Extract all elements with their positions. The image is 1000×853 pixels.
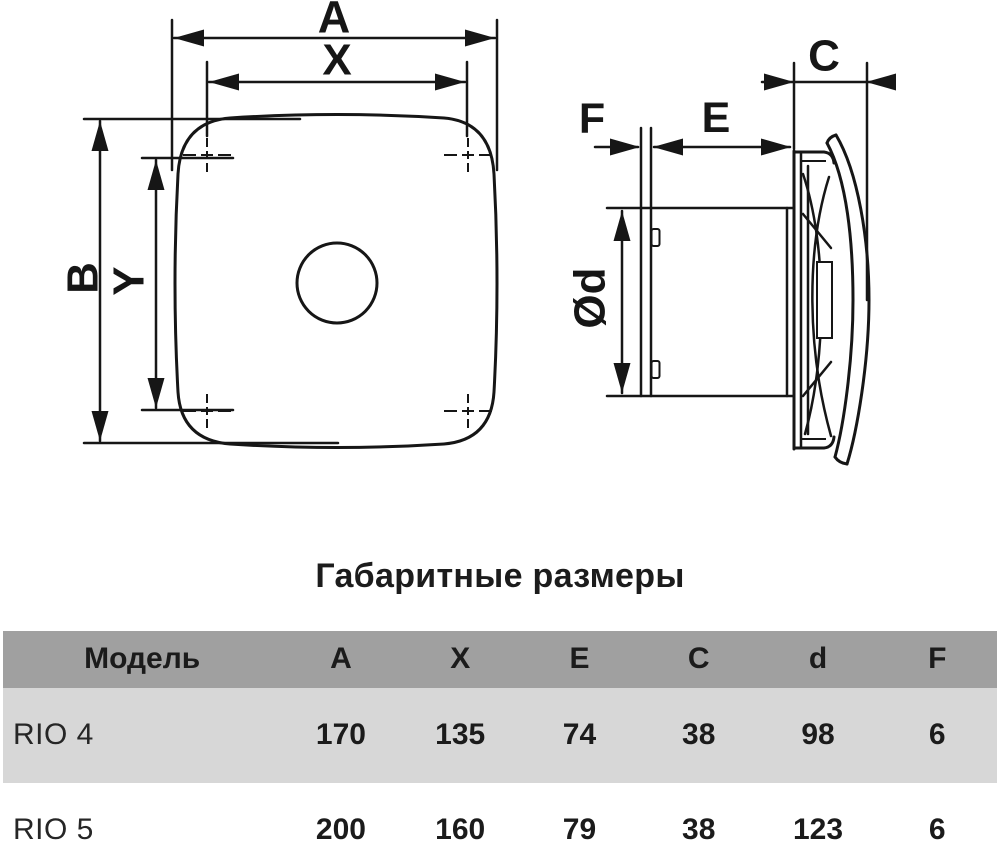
dimension-x: X: [205, 36, 469, 138]
column-header-c: C: [687, 642, 710, 676]
value-c: 38: [682, 813, 716, 847]
front-view: A X B: [59, 0, 499, 449]
duct-clip: [650, 228, 661, 247]
dim-label-a: A: [318, 0, 351, 43]
column-header-x: X: [450, 642, 471, 676]
dimension-b: B: [59, 117, 340, 445]
table-row: RIO 5 200 160 79 38 123 6: [3, 782, 997, 853]
dim-label-f: F: [579, 95, 605, 143]
duct-clip: [650, 360, 661, 379]
front-panel-outline: [173, 113, 499, 449]
model-name: RIO 5: [13, 813, 94, 847]
table-header-row: Модель A X E C d F: [3, 630, 997, 688]
value-d: 98: [801, 718, 835, 752]
impeller-blade: [811, 175, 833, 438]
model-name: RIO 4: [13, 718, 94, 752]
value-f: 6: [928, 813, 946, 847]
dim-label-y: Y: [105, 266, 154, 295]
corner-mark: [183, 138, 231, 172]
value-a: 170: [315, 718, 366, 752]
dimension-a: A: [170, 0, 499, 172]
dim-label-x: X: [322, 36, 351, 85]
side-view: Ød F E C: [566, 32, 896, 466]
column-header-model: Модель: [84, 642, 201, 676]
front-cover-inner: [825, 141, 855, 459]
front-cover-outer: [834, 133, 871, 466]
column-header-e: E: [569, 642, 590, 676]
strut: [801, 212, 833, 250]
value-a: 200: [315, 813, 366, 847]
dimension-f: F: [579, 95, 640, 156]
table-row: RIO 4 170 135 74 38 98 6: [3, 687, 997, 783]
strut: [801, 360, 833, 398]
value-e: 79: [562, 813, 597, 847]
corner-mark: [444, 138, 492, 172]
table-title: Габаритные размеры: [315, 557, 685, 595]
dimension-drawing: A X B: [59, 0, 896, 466]
hub-circle: [295, 241, 379, 325]
dim-label-e: E: [702, 94, 731, 142]
value-x: 160: [435, 813, 486, 847]
dimensions-table: Модель A X E C d F RIO 4 170 135 74 38 9…: [3, 630, 997, 853]
value-x: 135: [435, 718, 486, 752]
dimension-c: C: [760, 32, 896, 302]
dimension-y: Y: [105, 156, 235, 412]
value-d: 123: [792, 813, 844, 847]
dim-label-b: B: [59, 262, 108, 294]
dimension-e: E: [652, 94, 792, 156]
column-header-f: F: [928, 642, 947, 676]
value-c: 38: [682, 718, 716, 752]
corner-mark: [444, 394, 492, 428]
value-e: 74: [562, 718, 597, 752]
motor-hub: [816, 261, 833, 339]
column-header-a: A: [330, 642, 352, 676]
value-f: 6: [928, 718, 946, 752]
column-header-d: d: [808, 642, 828, 676]
dim-label-c: C: [808, 32, 840, 81]
dimension-d: Ød: [566, 209, 631, 395]
dim-label-d: Ød: [566, 267, 615, 328]
fan-body: [792, 133, 871, 466]
